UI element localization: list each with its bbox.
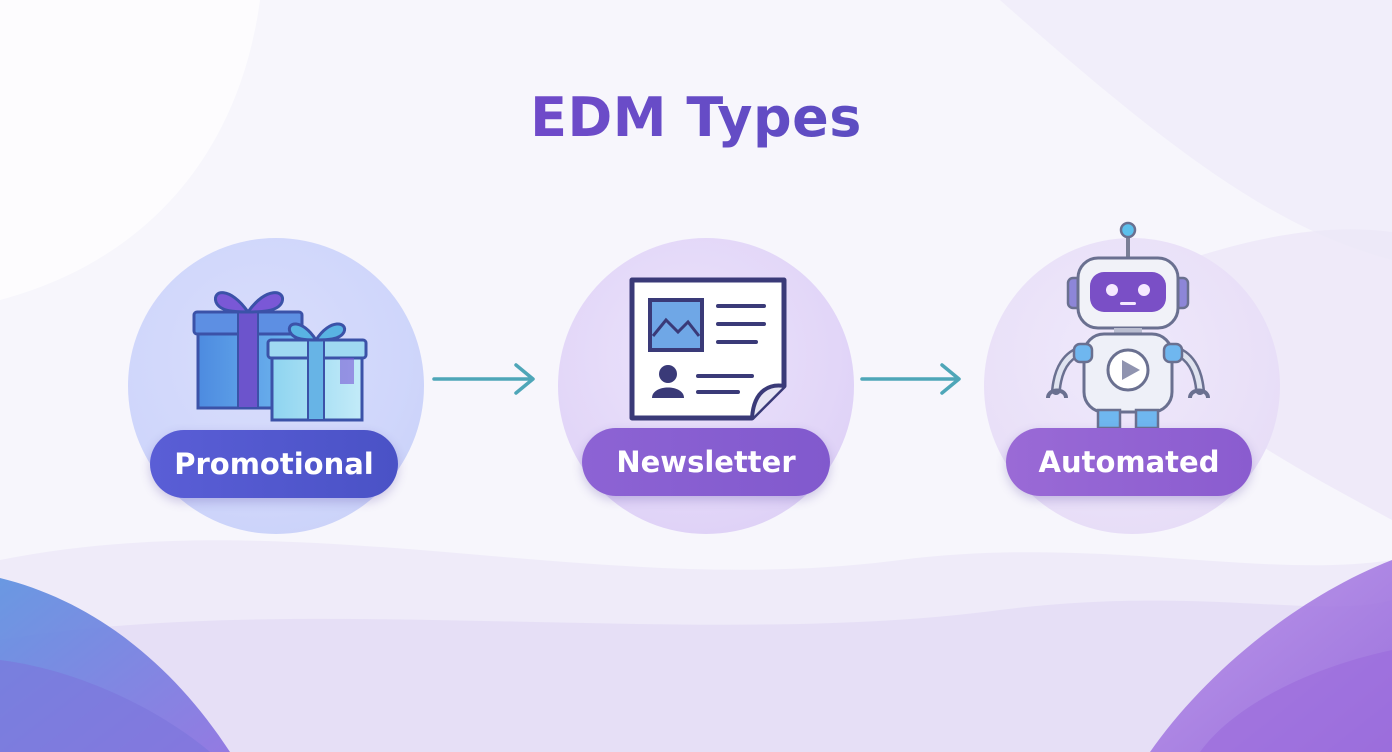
step-label-automated: Automated <box>1006 428 1252 496</box>
page-title: EDM Types <box>0 86 1392 149</box>
robot-icon <box>1046 221 1210 430</box>
newsletter-document-icon <box>629 277 787 421</box>
arrow-right-icon <box>860 363 961 395</box>
arrow-right-icon <box>432 363 535 395</box>
step-label-promotional: Promotional <box>150 430 398 498</box>
gift-boxes-icon <box>192 291 368 422</box>
step-label-newsletter: Newsletter <box>582 428 830 496</box>
